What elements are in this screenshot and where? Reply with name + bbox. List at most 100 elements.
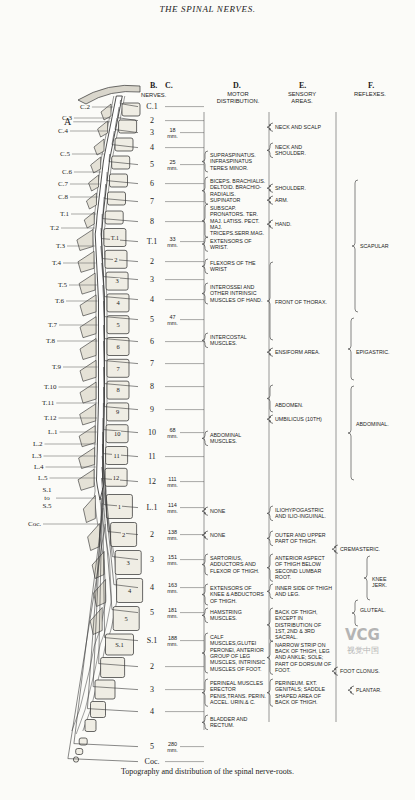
column-rule	[204, 112, 205, 730]
segment-label: C.8	[58, 193, 68, 201]
nerve-number: 3	[140, 685, 164, 694]
vertebral-body	[107, 403, 129, 421]
segment-label: C.5	[60, 150, 70, 158]
table-rules	[165, 107, 370, 762]
sensory-text: ILIOHYPOGASTRIC AND ILIO-INGUINAL.	[275, 507, 333, 520]
row-tick	[165, 299, 204, 300]
segment-label: L.4	[34, 463, 44, 471]
reflex-text: KNEE JERK.	[372, 576, 400, 589]
nerve-number: 5	[140, 160, 164, 169]
motor-text: SUBSCAP. PRONATORS. TER. MAJ. LATISS. PE…	[210, 205, 266, 237]
leader-line	[63, 367, 98, 368]
level-measure: 18 mm.	[165, 127, 180, 139]
segment-label: C.7	[58, 180, 68, 188]
motor-text: EXTENSORS OF KNEE & ABDUCTORS OF THIGH.	[210, 585, 266, 604]
brace	[267, 641, 273, 675]
column-letter: B.	[150, 81, 157, 90]
caption-text: Topography and distribution of the spina…	[0, 767, 415, 776]
row-tick	[165, 279, 204, 280]
motor-text: NONE	[210, 508, 266, 514]
vertebra-number: 9	[115, 409, 120, 416]
vertebral-body	[104, 229, 126, 247]
brace	[202, 554, 208, 575]
segment-label: T.12	[44, 414, 57, 422]
nerve-root	[105, 184, 138, 202]
leader-line	[61, 228, 95, 229]
vertebral-arch	[79, 426, 95, 447]
nerve-root	[103, 403, 138, 457]
motor-text: ABDOMINAL MUSCLES.	[210, 432, 266, 445]
vertebral-body	[108, 192, 126, 205]
brace	[267, 196, 273, 204]
vertebral-body	[110, 174, 128, 187]
column-letter: D.	[233, 81, 241, 90]
nerve-number: 7	[140, 197, 164, 206]
nerve-number: 2	[140, 116, 164, 125]
nerve-root	[104, 301, 139, 342]
row-tick	[165, 711, 204, 712]
vertebra-number: 1	[117, 504, 122, 511]
vertebral-body	[85, 720, 96, 732]
row-tick	[165, 201, 204, 202]
nerve-root	[102, 478, 139, 613]
brace	[202, 715, 208, 730]
segment-label: S.1 to S.5	[40, 486, 54, 510]
segment-label: L.3	[32, 452, 42, 460]
column-header: NERVES.	[141, 92, 166, 99]
nerve-root	[102, 214, 138, 242]
row-tick	[165, 221, 204, 222]
nerve-root	[74, 508, 138, 746]
level-measure: 47 mm.	[165, 314, 180, 326]
brace	[267, 531, 273, 546]
reflex-text: CREMASTERIC.	[340, 546, 400, 552]
vertebra-number: 10	[113, 431, 122, 438]
brace	[267, 348, 273, 356]
level-measure: 280 mm.	[165, 741, 180, 753]
leader-line	[57, 341, 98, 342]
nerve-root	[103, 488, 139, 641]
motor-text: BICEPS. BRACHIALIS. DELTOID. BRACHIO-RAD…	[210, 178, 266, 203]
column-header: MOTOR DISTRIBUTION.	[208, 91, 268, 104]
nerve-root	[104, 325, 139, 364]
nerve-number: 3	[140, 275, 164, 284]
segment-label: C.2	[80, 103, 90, 111]
nerve-root	[104, 341, 139, 387]
vertebral-body	[112, 156, 130, 169]
vertebral-body	[106, 634, 134, 655]
level-measure: 114 mm.	[165, 502, 180, 514]
brace	[267, 506, 273, 521]
vertebral-arch	[80, 382, 96, 403]
vertebral-arch	[77, 230, 93, 251]
vertebral-arch	[98, 121, 108, 137]
nerve-root	[87, 503, 138, 711]
sensory-text: INNER SIDE OF THIGH AND LEG.	[275, 585, 333, 598]
leader-line	[56, 498, 96, 499]
nerve-number: 2	[140, 530, 164, 539]
vertebral-column	[74, 103, 143, 762]
segment-label: C.4	[58, 127, 68, 135]
brace	[202, 204, 208, 238]
leader-line	[73, 121, 110, 122]
column-letter: C.	[165, 81, 173, 90]
row-tick	[165, 261, 204, 262]
row-tick	[165, 341, 204, 342]
vertebra-number: 2	[113, 257, 118, 264]
sensory-text: FRONT OF THORAX.	[275, 299, 333, 305]
vertebral-arch	[94, 139, 104, 155]
nerve-root	[120, 100, 138, 107]
level-measure: 33 mm.	[165, 236, 180, 248]
nerve-roots	[68, 100, 138, 762]
vertebral-arch	[80, 360, 96, 381]
brace	[202, 531, 208, 539]
row-tick	[165, 409, 204, 410]
nerve-number: 5	[140, 742, 164, 751]
brace	[348, 318, 354, 380]
segment-label: T.8	[46, 337, 55, 345]
vertebral-arch	[86, 193, 96, 209]
nerve-root	[68, 524, 138, 762]
nerve-root	[102, 467, 138, 588]
row-tick	[165, 106, 204, 107]
brace	[348, 686, 354, 694]
vertebral-arch	[83, 496, 95, 523]
brace	[202, 237, 208, 252]
